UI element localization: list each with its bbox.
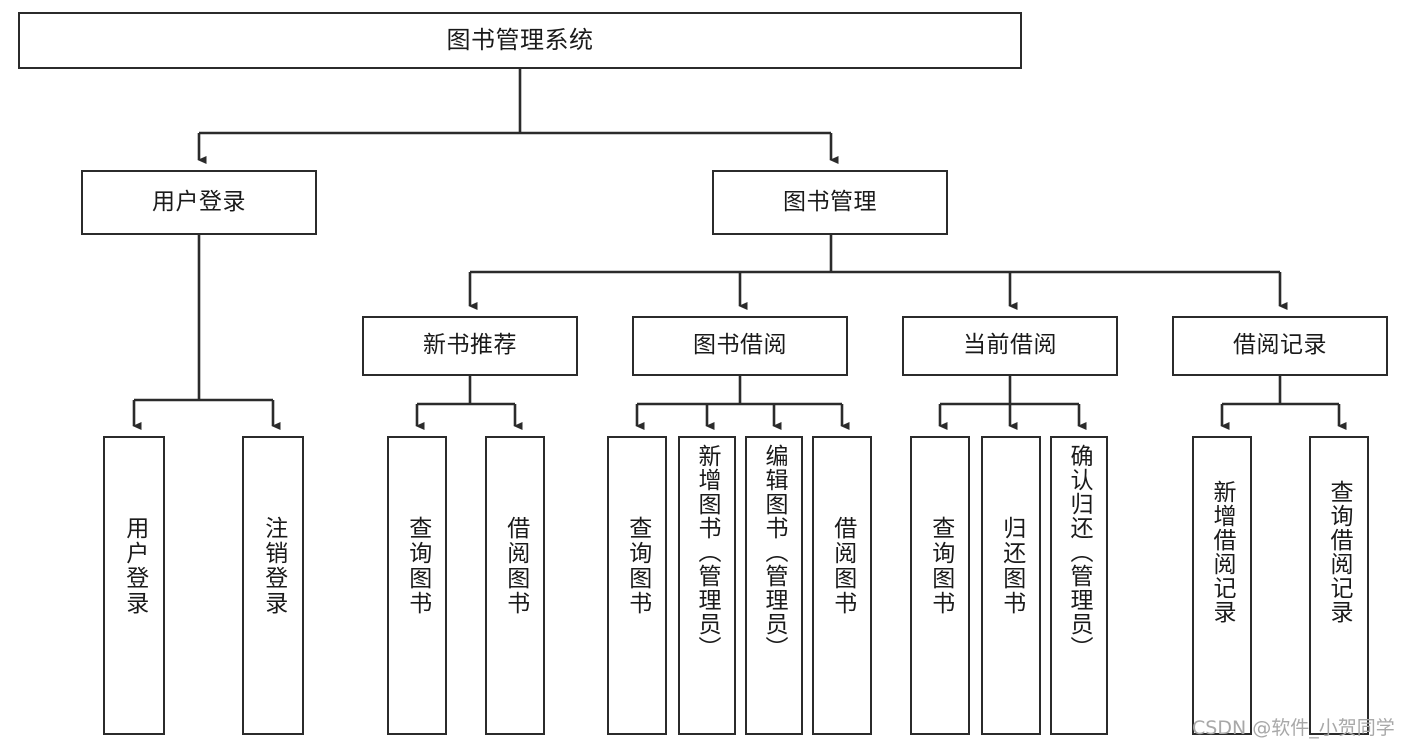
leaf-user-login[interactable]: 用户登录 <box>103 436 165 735</box>
leaf-confirm-return-admin[interactable]: 确认归还（管理员） <box>1050 436 1108 735</box>
node-label: 查询借阅记录 <box>1326 480 1353 624</box>
node-label: 新增借阅记录 <box>1209 480 1236 624</box>
node-label: 归还图书 <box>998 516 1025 616</box>
leaf-query-book-current[interactable]: 查询图书 <box>910 436 970 735</box>
leaf-add-book-admin[interactable]: 新增图书（管理员） <box>678 436 736 735</box>
node-label: 当前借阅 <box>963 332 1057 359</box>
node-current-borrow[interactable]: 当前借阅 <box>902 316 1118 376</box>
node-label: 注销登录 <box>260 516 287 616</box>
node-user-login[interactable]: 用户登录 <box>81 170 317 235</box>
csdn-watermark: CSDN @软件_小贺同学 <box>1192 717 1395 739</box>
node-root-book-management-system[interactable]: 图书管理系统 <box>18 12 1022 69</box>
leaf-edit-book-admin[interactable]: 编辑图书（管理员） <box>745 436 803 735</box>
leaf-return-book[interactable]: 归还图书 <box>981 436 1041 735</box>
node-label: 图书管理 <box>783 188 877 215</box>
node-new-book-recommend[interactable]: 新书推荐 <box>362 316 578 376</box>
node-label: 图书借阅 <box>693 332 787 359</box>
node-label: 查询图书 <box>927 516 954 616</box>
node-label: 编辑图书（管理员） <box>761 444 788 660</box>
node-label: 借阅图书 <box>829 516 856 616</box>
node-label: 用户登录 <box>121 516 148 616</box>
node-label: 查询图书 <box>624 516 651 616</box>
node-label: 查询图书 <box>404 516 431 616</box>
node-label: 确认归还（管理员） <box>1066 444 1093 660</box>
node-book-management[interactable]: 图书管理 <box>712 170 948 235</box>
node-label: 图书管理系统 <box>446 26 594 55</box>
leaf-query-book-borrow[interactable]: 查询图书 <box>607 436 667 735</box>
leaf-borrow-book-recommend[interactable]: 借阅图书 <box>485 436 545 735</box>
leaf-query-book-recommend[interactable]: 查询图书 <box>387 436 447 735</box>
node-label: 新增图书（管理员） <box>694 444 721 660</box>
node-label: 用户登录 <box>152 188 246 215</box>
node-borrow-record[interactable]: 借阅记录 <box>1172 316 1388 376</box>
node-label: 借阅记录 <box>1233 332 1327 359</box>
leaf-add-borrow-record[interactable]: 新增借阅记录 <box>1192 436 1252 735</box>
leaf-borrow-book[interactable]: 借阅图书 <box>812 436 872 735</box>
node-label: 借阅图书 <box>502 516 529 616</box>
node-label: 新书推荐 <box>423 332 517 359</box>
leaf-logout[interactable]: 注销登录 <box>242 436 304 735</box>
leaf-query-borrow-record[interactable]: 查询借阅记录 <box>1309 436 1369 735</box>
node-book-borrow[interactable]: 图书借阅 <box>632 316 848 376</box>
